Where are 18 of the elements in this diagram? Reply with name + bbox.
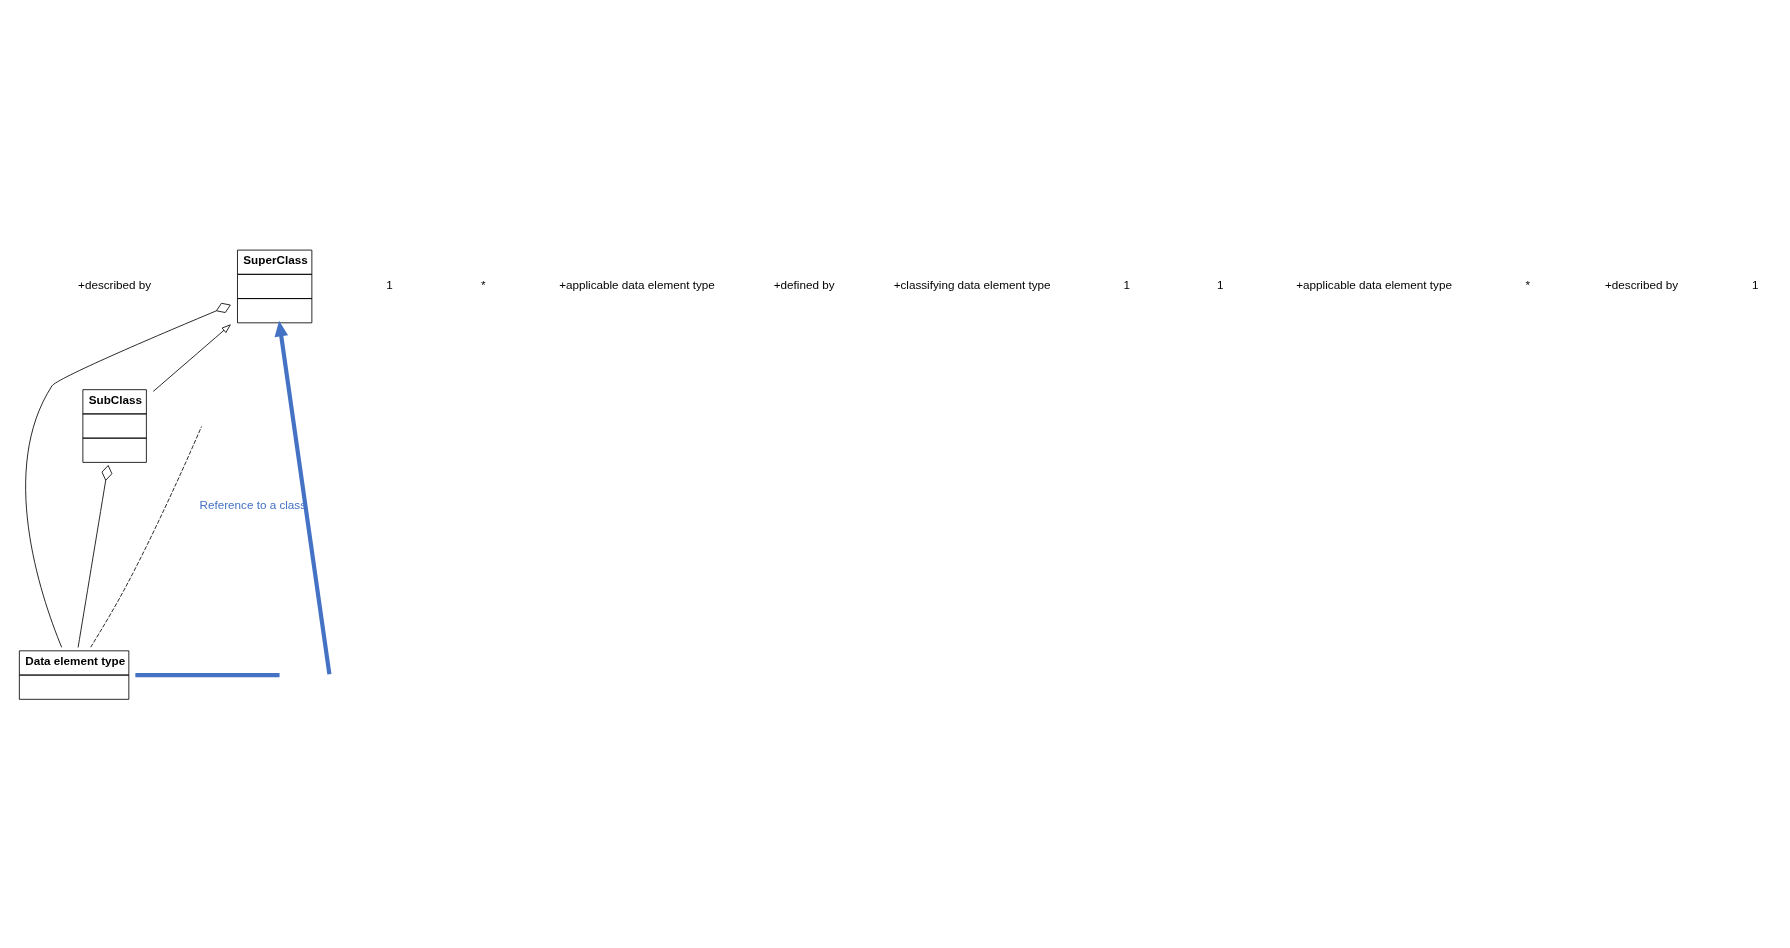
connector <box>77 464 113 648</box>
label: 1 <box>386 277 393 291</box>
connector <box>90 425 202 648</box>
label: +described by <box>1604 277 1679 291</box>
label: * <box>1525 277 1531 291</box>
connector <box>25 302 231 648</box>
label: +defined by <box>773 277 835 291</box>
arrow <box>274 320 332 674</box>
label: +classifying data element type <box>893 277 1051 291</box>
arrow <box>152 323 231 392</box>
connector <box>135 672 280 677</box>
label: +applicable data element type <box>559 277 715 291</box>
label: 1 <box>1123 277 1130 291</box>
label: 1 <box>1751 277 1759 291</box>
label: +described by <box>78 277 152 291</box>
label: 1 <box>1217 277 1224 291</box>
label: * <box>480 277 486 291</box>
label: +applicable data element type <box>1296 277 1452 291</box>
